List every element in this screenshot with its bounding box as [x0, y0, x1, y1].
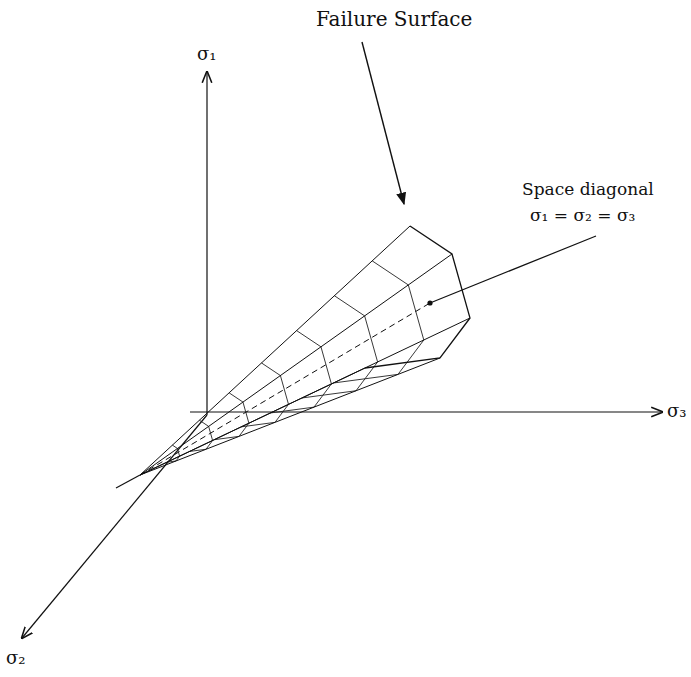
sigma1-axis [206, 72, 207, 415]
line-label: σ₁ = σ₂ = σ₃ [530, 206, 635, 225]
cone-ring [302, 296, 378, 398]
cone-ring [214, 393, 249, 440]
cone-meridian [140, 318, 470, 475]
axis-label: σ₂ [6, 648, 26, 668]
axis-label: σ₃ [667, 401, 687, 421]
callout-label: Failure Surface [316, 8, 472, 30]
cone-meridian [140, 368, 365, 475]
cone-ring [334, 261, 424, 383]
cone-ring [190, 420, 213, 451]
cone-meridian [140, 254, 452, 475]
sigma3-axis [190, 411, 662, 412]
axis-label: σ₁ [197, 44, 217, 64]
cone-end [365, 226, 470, 368]
space-diagonal-line [116, 475, 140, 488]
line-label: Space diagonal [522, 180, 654, 199]
leader-arrow [362, 42, 404, 204]
cone-ring [271, 331, 332, 413]
space-diagonal-hidden [140, 303, 430, 475]
diagonal-point [427, 300, 432, 305]
sigma2-axis [22, 415, 207, 638]
cone-meridian [140, 226, 410, 475]
cone-ring [241, 363, 288, 427]
cone-meridian [140, 358, 440, 475]
space-diagonal-line [430, 236, 596, 303]
